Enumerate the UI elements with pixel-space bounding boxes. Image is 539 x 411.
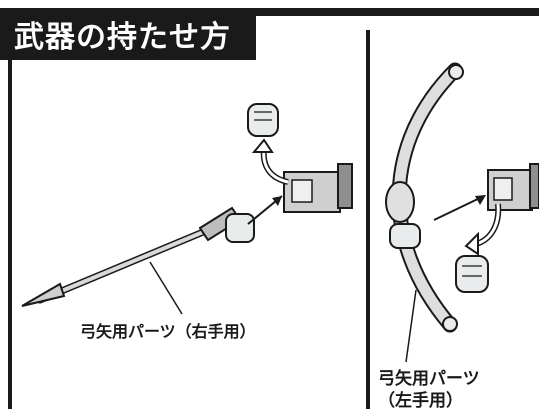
panel-divider bbox=[366, 30, 370, 409]
swap-arrow-left bbox=[464, 203, 502, 256]
label-arrow-part-right-hand: 弓矢用パーツ（右手用） bbox=[80, 322, 256, 341]
bow-part-illustration bbox=[385, 62, 464, 333]
fist-part-left bbox=[455, 255, 489, 293]
arm-connector-left bbox=[487, 163, 539, 211]
arm-connector-right bbox=[283, 163, 353, 213]
insert-arrow-right bbox=[247, 195, 283, 225]
leader-line-right bbox=[149, 261, 183, 315]
swap-arrow-right bbox=[251, 138, 289, 185]
insert-arrow-left bbox=[433, 195, 486, 221]
left-panel-border bbox=[8, 60, 12, 409]
header-rule bbox=[0, 8, 539, 16]
page-title: 武器の持たせ方 bbox=[0, 8, 256, 60]
leader-line-left bbox=[405, 289, 417, 363]
label-bow-part: 弓矢用パーツ bbox=[378, 369, 480, 389]
label-left-hand: （左手用） bbox=[378, 391, 463, 411]
arrow-part-illustration bbox=[21, 206, 255, 307]
fist-part-right bbox=[247, 103, 279, 137]
